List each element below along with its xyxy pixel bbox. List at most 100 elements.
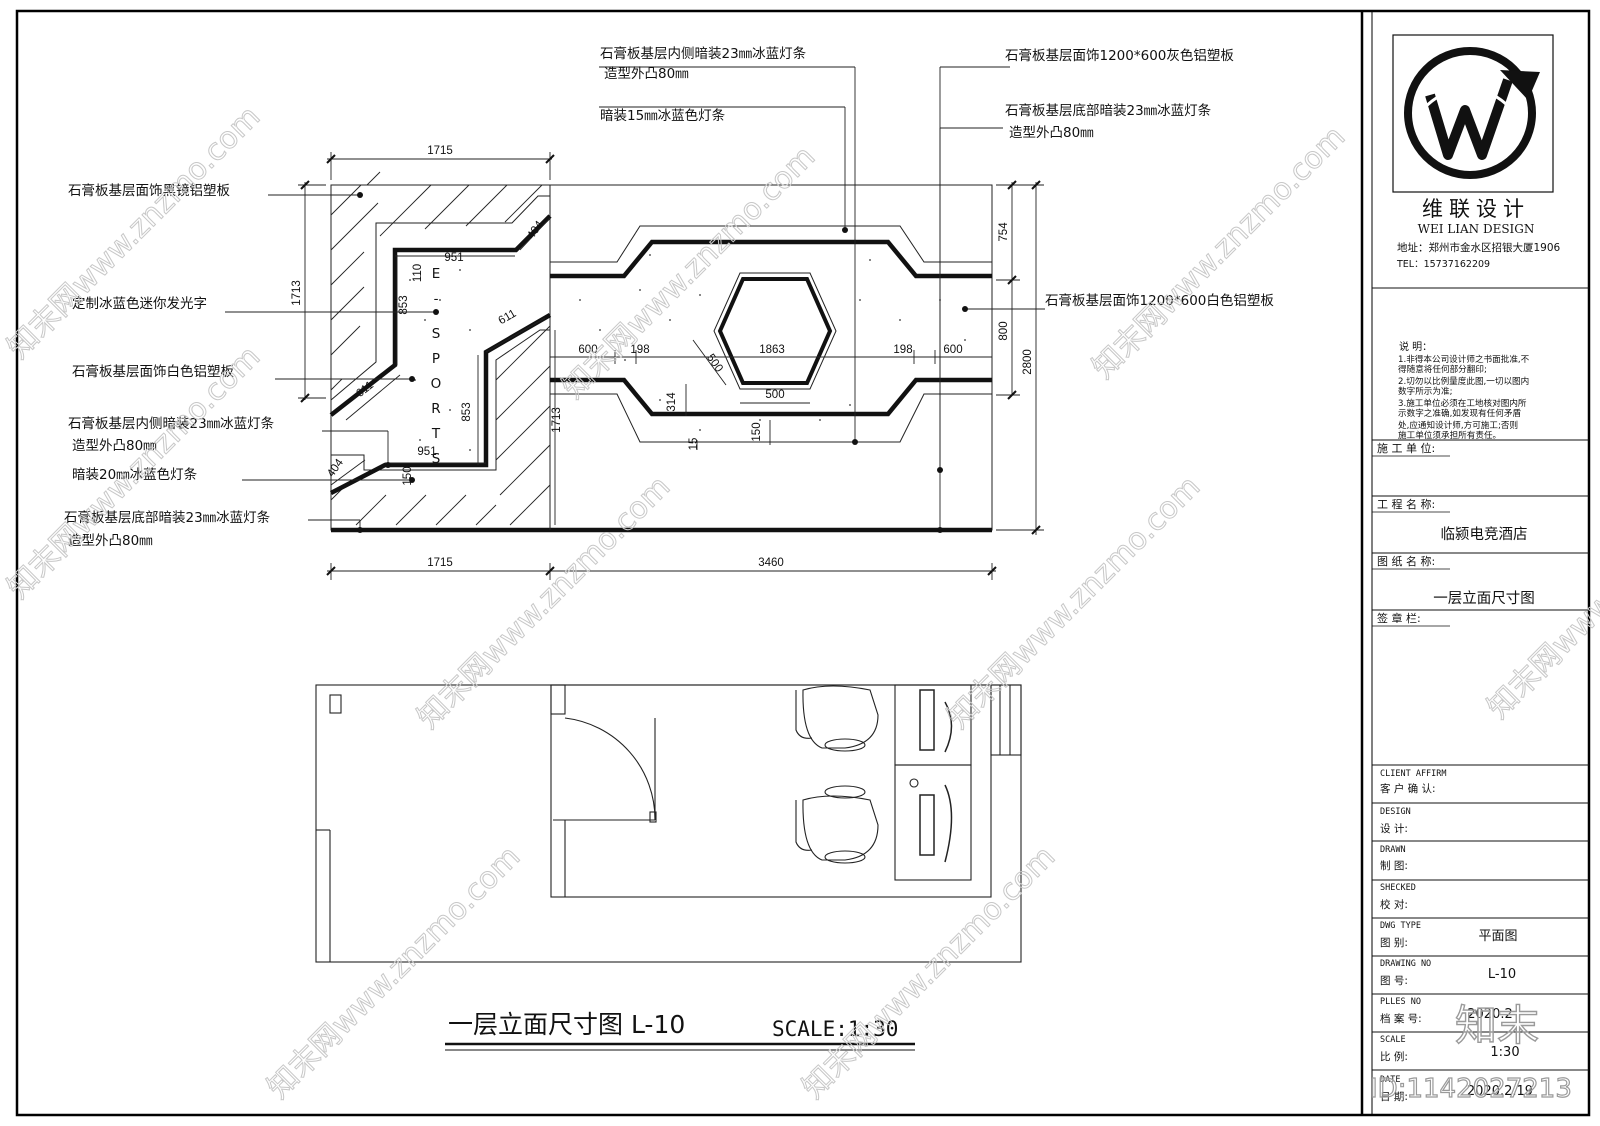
plles-value: 2020.2 <box>1467 1007 1513 1022</box>
drawing-name: 一层立面尺寸图 <box>1433 590 1535 607</box>
date-value: 2020.2.19 <box>1467 1084 1533 1099</box>
drawn-cn: 制 图: <box>1380 859 1408 872</box>
dim-198-right: 198 <box>893 344 912 356</box>
sign-letter: P <box>432 351 440 367</box>
plles-cn: 档 案 号: <box>1380 1012 1422 1025</box>
light-strip-right-bottom[interactable] <box>550 377 992 417</box>
date-cn: 日 期: <box>1380 1091 1408 1103</box>
date-en: DATE <box>1380 1075 1400 1085</box>
note-line: 数字所示为准; <box>1398 385 1452 397</box>
signature-label: 签 章 栏: <box>1377 611 1421 625</box>
drawing-scale: SCALE:1:30 <box>772 1017 898 1041</box>
design-en: DESIGN <box>1380 807 1411 817</box>
scale-en: SCALE <box>1380 1035 1406 1045</box>
annotation-20mm-strip: 暗装20㎜冰蓝色灯条 <box>72 466 198 483</box>
annotation-top-inner-strip: 石膏板基层内侧暗装23㎜冰蓝灯条 <box>600 45 807 62</box>
note-line: 3.施工单位必须在工地核对图内所 <box>1398 397 1527 409</box>
keyboard-icon <box>919 689 935 751</box>
drawing-no-value: L-10 <box>1488 967 1516 982</box>
watermark-text: 知末网www.znzmo.com <box>261 839 527 1105</box>
door[interactable] <box>553 717 657 823</box>
annotation-protrude-1: 造型外凸80㎜ <box>72 438 157 454</box>
company-name-cn: 维联设计 <box>1422 197 1530 221</box>
dim-198-left: 198 <box>630 344 649 356</box>
chair-bottom <box>795 785 879 864</box>
dim-right-top: 754 <box>998 222 1010 242</box>
light-strip-left-upper[interactable] <box>329 214 552 417</box>
dim-951-top: 951 <box>444 252 463 264</box>
dim-bottom-left: 1715 <box>427 557 453 569</box>
watermark-text: 知末网www.znzmo.com <box>1086 119 1352 385</box>
dim-500-diag: 500 <box>704 352 725 375</box>
watermark-text: 知末网www.znzmo.com <box>796 839 1062 1105</box>
elevation-drawing: E - S P O R T S <box>64 45 1274 580</box>
note-line: 得随意将任何部分翻印; <box>1398 363 1487 375</box>
dim-600-left: 600 <box>578 344 597 356</box>
dim-853-a: 853 <box>398 295 410 314</box>
floor-plan <box>315 684 1022 963</box>
notes-heading: 说 明： <box>1399 340 1432 353</box>
annotation-protrude-2: 造型外凸80㎜ <box>68 533 153 549</box>
annotation-right-bottom-strip: 石膏板基层底部暗装23㎜冰蓝灯条 <box>1005 102 1212 119</box>
sign-letter: S <box>432 326 441 342</box>
company-logo <box>1392 34 1554 193</box>
dwg-type-value: 平面图 <box>1478 929 1517 944</box>
drawing-no-cn: 图 号: <box>1380 975 1408 987</box>
checked-en: SHECKED <box>1380 883 1416 893</box>
drawn-en: DRAWN <box>1380 845 1406 855</box>
annotation-bottom-strip: 石膏板基层底部暗装23㎜冰蓝灯条 <box>64 509 271 526</box>
dim-600-right: 600 <box>943 344 962 356</box>
watermark-id: ID:1142027213 <box>1370 1074 1572 1104</box>
design-cn: 设 计: <box>1380 822 1408 835</box>
project-name: 临颍电竞酒店 <box>1441 525 1528 543</box>
client-affirm-cn: 客 户 确 认: <box>1380 782 1436 795</box>
annotation-top-protrude: 造型外凸80㎜ <box>604 66 689 82</box>
title-block: 维联设计 WEI LIAN DESIGN 地址：郑州市金水区招银大厦1906 T… <box>1372 34 1589 1103</box>
annotation-white-panel-right: 石膏板基层面饰1200*600白色铝塑板 <box>1045 292 1274 309</box>
watermark-text: 知末网www.znzmo.com <box>941 469 1207 735</box>
desk-bottom[interactable] <box>894 764 972 881</box>
sign-letter: S <box>432 451 441 467</box>
dwg-type-en: DWG TYPE <box>1380 921 1421 931</box>
mouse-icon <box>909 778 919 788</box>
drawing-no-en: DRAWING NO <box>1380 959 1431 969</box>
dim-951-bottom: 951 <box>417 446 436 458</box>
dim-inner-left-height: 1713 <box>551 407 563 433</box>
company-address: 地址：郑州市金水区招银大厦1906 <box>1397 241 1561 254</box>
black-mirror-hatch <box>330 171 551 526</box>
scale-cn: 比 例: <box>1380 1050 1408 1063</box>
annotation-glow-letters: 定制冰蓝色迷你发光字 <box>72 295 207 312</box>
sign-letter: E <box>432 266 441 282</box>
project-name-label: 工 程 名 称: <box>1377 497 1435 511</box>
hexagon-frame-outer <box>713 272 837 390</box>
construction-unit-label: 施 工 单 位: <box>1377 441 1435 455</box>
dim-bottom-right: 3460 <box>758 557 784 569</box>
annotation-right-protrude: 造型外凸80㎜ <box>1009 125 1094 141</box>
sign-letter: R <box>431 401 440 417</box>
sign-letter: O <box>431 376 442 392</box>
room-outline <box>550 684 992 898</box>
scale-value: 1:30 <box>1490 1045 1519 1060</box>
hexagon-light-strip[interactable] <box>717 277 833 385</box>
dwg-type-cn: 图 别: <box>1380 937 1408 949</box>
sign-letter: - <box>434 291 439 307</box>
dim-314: 314 <box>666 392 678 412</box>
watermark-text: 知末网www.znzmo.com <box>411 469 677 735</box>
dim-853-b: 853 <box>461 402 473 421</box>
drawing-title: 一层立面尺寸图 L-10 <box>448 1010 685 1039</box>
keyboard-icon <box>919 794 935 856</box>
annotation-white-panel: 石膏板基层面饰白色铝塑板 <box>72 363 234 380</box>
dim-1863: 1863 <box>759 344 785 356</box>
watermark-text: 知末网www.znzmo.com <box>1 99 267 365</box>
sign-letter: T <box>431 426 441 442</box>
light-strip-right-top[interactable] <box>550 239 992 279</box>
dim-15: 15 <box>688 438 700 451</box>
inner-panel-thin-outline <box>330 195 550 401</box>
dim-150-b: 150 <box>751 422 763 441</box>
company-tel: TEL：15737162209 <box>1396 259 1490 270</box>
chair-top <box>795 685 879 752</box>
note-line: 1.非得本公司设计师之书面批准,不 <box>1398 353 1530 365</box>
drawing-name-label: 图 纸 名 称: <box>1377 554 1435 568</box>
esports-sign: E - S P O R T S <box>431 266 442 467</box>
